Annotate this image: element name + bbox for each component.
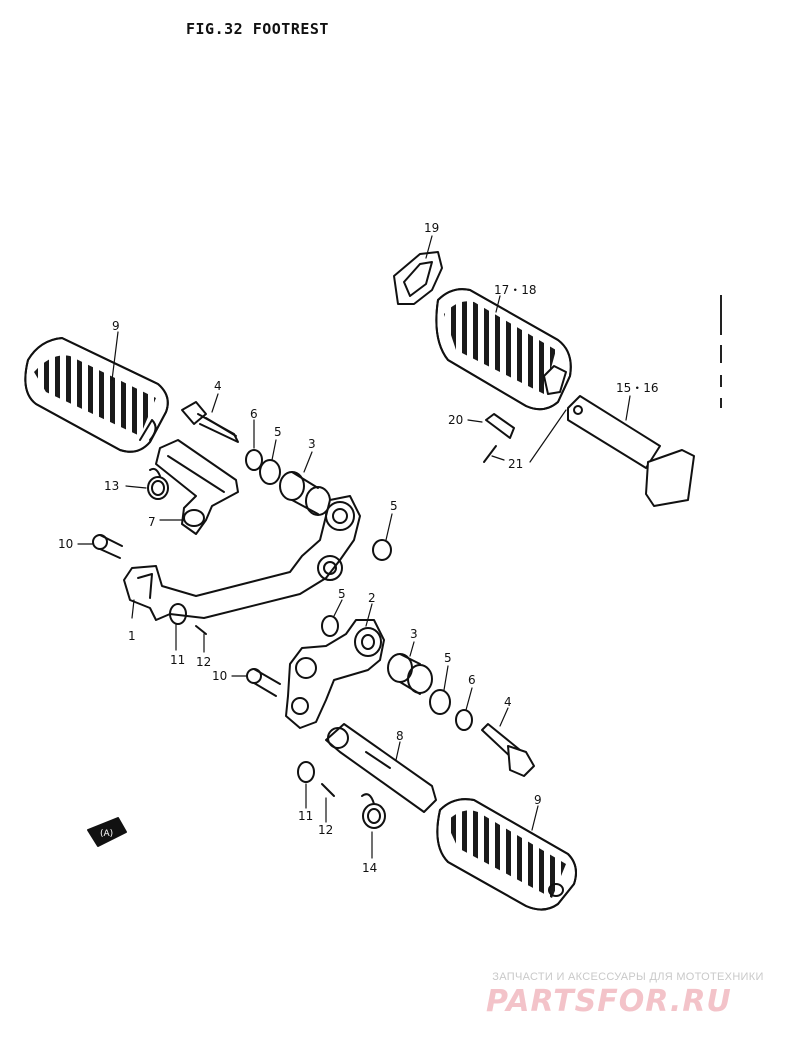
scan-mark <box>720 295 722 335</box>
label-11-lower: 11 <box>298 809 313 823</box>
label-17-18: 17・18 <box>494 283 537 297</box>
footrest-bracket-left <box>123 495 361 621</box>
front-direction-marker <box>87 817 127 847</box>
footrest-bracket-right <box>285 619 385 729</box>
rear-footpeg-shaft <box>567 395 695 507</box>
figure-title: FIG.32 FOOTREST <box>186 20 329 38</box>
footpeg-rubber-right <box>436 798 577 911</box>
rear-cotter-pin <box>483 445 497 463</box>
label-9-upper: 9 <box>112 319 120 333</box>
label-14: 14 <box>362 861 377 875</box>
footpeg-shaft <box>325 723 437 813</box>
label-5-right: 5 <box>338 587 346 601</box>
spring-left <box>147 467 169 500</box>
watermark-caption: ЗАПЧАСТИ И АКСЕССУАРЫ ДЛЯ МОТОТЕХНИКИ <box>492 971 764 983</box>
scan-mark <box>720 398 722 408</box>
cotter-pin-lower <box>321 783 335 797</box>
label-9-lower: 9 <box>534 793 542 807</box>
bolt-upper <box>181 401 239 443</box>
footpeg-rubber-left <box>24 337 169 453</box>
rear-bolt <box>485 413 515 439</box>
scan-mark <box>720 375 722 387</box>
label-2: 2 <box>368 591 376 605</box>
watermark-logo: PARTSFOR.RU <box>486 984 732 1019</box>
bushing-lower <box>387 653 433 695</box>
label-4-upper: 4 <box>214 379 222 393</box>
lock-washer-lower <box>455 709 473 731</box>
label-20: 20 <box>448 413 463 427</box>
label-6-upper: 6 <box>250 407 258 421</box>
label-3-upper: 3 <box>308 437 316 451</box>
label-5-lower: 5 <box>444 651 452 665</box>
label-1: 1 <box>128 629 136 643</box>
label-5-upper: 5 <box>274 425 282 439</box>
label-4-lower: 4 <box>504 695 512 709</box>
pin-lower <box>246 668 281 697</box>
label-12-upper: 12 <box>196 655 211 669</box>
label-19: 19 <box>424 221 439 235</box>
lock-washer-upper <box>245 449 263 471</box>
pin-upper <box>92 534 123 559</box>
bushing-upper <box>279 471 331 516</box>
label-10-upper: 10 <box>58 537 73 551</box>
label-11-upper: 11 <box>170 653 185 667</box>
washer-11-lower <box>297 761 315 783</box>
footrest-plate <box>393 251 443 305</box>
stopper-plate <box>155 439 239 535</box>
cotter-pin-upper <box>195 625 207 635</box>
label-5-middle: 5 <box>390 499 398 513</box>
label-6-lower: 6 <box>468 673 476 687</box>
label-21: 21 <box>508 457 523 471</box>
label-8: 8 <box>396 729 404 743</box>
direction-marker-label: (A) <box>100 829 113 839</box>
washer-11-upper <box>169 603 187 625</box>
washer-right-a <box>321 615 339 637</box>
label-10-lower: 10 <box>212 669 227 683</box>
label-3-lower: 3 <box>410 627 418 641</box>
label-7: 7 <box>148 515 156 529</box>
bolt-lower <box>481 723 535 777</box>
rear-footpeg-rubber <box>435 288 572 411</box>
label-13: 13 <box>104 479 119 493</box>
washer-upper-a <box>259 459 281 485</box>
washer-lower <box>429 689 451 715</box>
label-12-lower: 12 <box>318 823 333 837</box>
label-15-16: 15・16 <box>616 381 659 395</box>
washer-middle <box>372 539 392 561</box>
spring-lower <box>361 793 386 829</box>
scan-mark <box>720 345 722 363</box>
